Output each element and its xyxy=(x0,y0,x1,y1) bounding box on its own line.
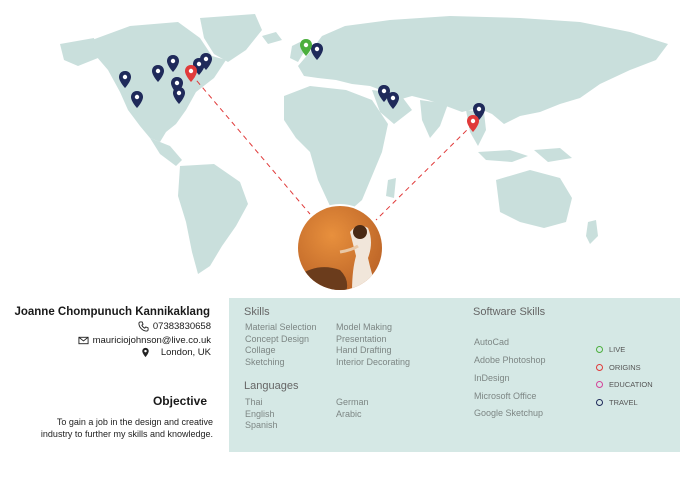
legend-dot-icon xyxy=(596,364,603,371)
contact-location: London, UK xyxy=(140,347,211,358)
skill-item: Concept Design xyxy=(245,333,310,344)
legend-dot-icon xyxy=(596,399,603,406)
origin-connection-line-americas xyxy=(190,73,311,215)
languages-column-1: Thai English Spanish xyxy=(245,397,278,432)
legend-label: LIVE xyxy=(609,345,626,354)
legend-item-live: LIVE xyxy=(596,345,625,354)
world-map xyxy=(60,14,668,292)
legend-label: ORIGINS xyxy=(609,363,641,372)
languages-column-2: German Arabic xyxy=(336,397,369,420)
language-item: German xyxy=(336,397,369,407)
language-item: Arabic xyxy=(336,408,362,419)
software-item: InDesign xyxy=(474,373,510,383)
skills-panel xyxy=(229,298,680,452)
envelope-icon xyxy=(78,336,89,345)
software-skills-title: Software Skills xyxy=(473,306,546,318)
legend-item-education: EDUCATION xyxy=(596,380,653,389)
software-item: Adobe Photoshop xyxy=(474,355,546,365)
language-item: English xyxy=(245,408,275,419)
skills-title: Skills xyxy=(244,306,270,318)
phone-number[interactable]: 07383830658 xyxy=(152,321,211,332)
skill-item: Presentation xyxy=(336,333,387,344)
skill-item: Material Selection xyxy=(245,322,317,332)
language-item: Spanish xyxy=(245,420,278,430)
phone-icon xyxy=(138,321,149,332)
email-address[interactable]: mauriciojohnson@live.co.uk xyxy=(92,335,211,346)
skill-item: Collage xyxy=(245,345,276,355)
profile-photo xyxy=(296,204,384,292)
objective-title: Objective xyxy=(152,394,207,408)
languages-title: Languages xyxy=(244,380,299,392)
location-text: London, UK xyxy=(160,347,211,358)
legend-item-origins: ORIGINS xyxy=(596,363,641,372)
language-item: Thai xyxy=(245,397,263,407)
legend-label: EDUCATION xyxy=(609,380,653,389)
skill-item: Sketching xyxy=(245,356,285,367)
software-item: Google Sketchup xyxy=(474,408,544,418)
skill-item: Interior Decorating xyxy=(336,356,411,367)
software-item: Microsoft Office xyxy=(474,391,537,401)
legend-label: TRAVEL xyxy=(609,398,638,407)
legend-item-travel: TRAVEL xyxy=(596,398,638,407)
objective-text: To gain a job in the design and creative… xyxy=(40,417,213,439)
software-item: AutoCad xyxy=(474,337,510,347)
legend-dot-icon xyxy=(596,381,603,388)
skill-item: Model Making xyxy=(336,322,393,332)
contact-email: mauriciojohnson@live.co.uk xyxy=(78,335,211,346)
skills-column-2: Model Making Presentation Hand Drafting … xyxy=(336,322,410,368)
skills-column-1: Material Selection Concept Design Collag… xyxy=(245,322,317,368)
legend-dot-icon xyxy=(596,346,603,353)
skill-item: Hand Drafting xyxy=(336,345,392,355)
person-name: Joanne Chompunuch Kannikaklang xyxy=(14,306,210,318)
origin-connection-line-asia xyxy=(375,123,474,221)
contact-phone: 07383830658 xyxy=(138,321,211,332)
location-pin-icon xyxy=(142,347,149,358)
